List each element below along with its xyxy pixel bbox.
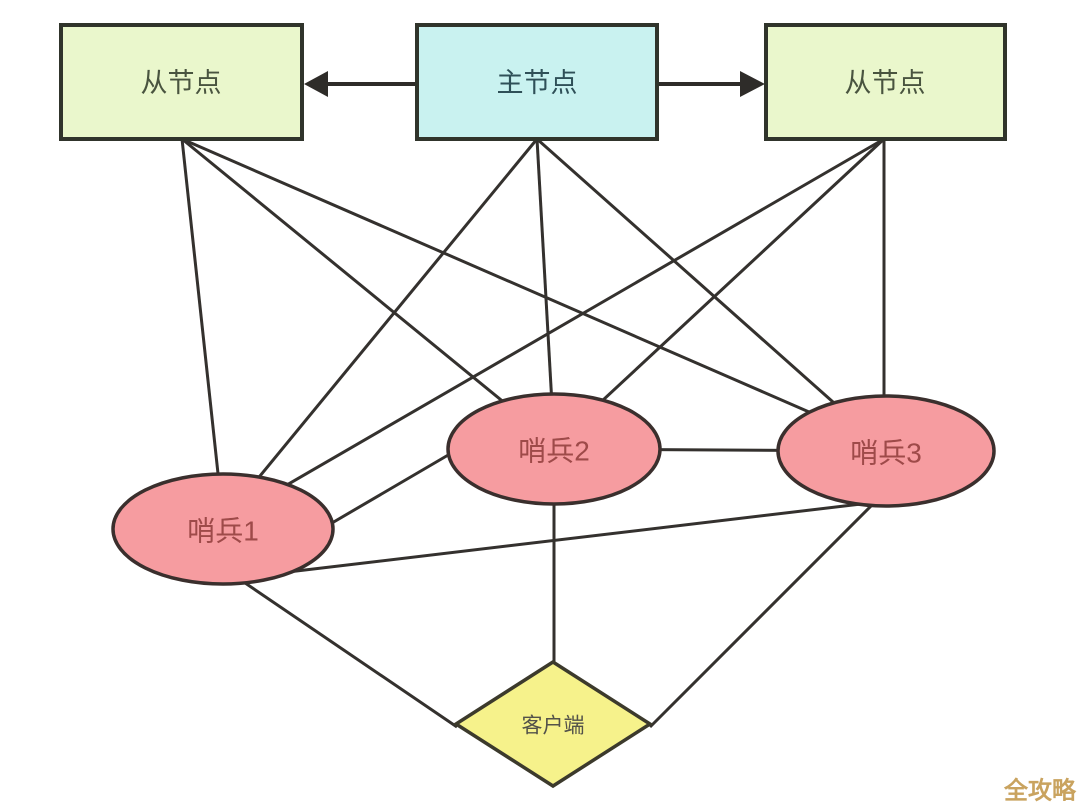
slave-left-label: 从节点	[141, 68, 222, 98]
sentinel3-label: 哨兵3	[850, 438, 922, 469]
node-client: 客户端	[452, 659, 654, 789]
client-label: 客户端	[522, 715, 585, 738]
edge-master-sentinel1	[230, 138, 539, 511]
edge-master-sentinel3	[536, 137, 879, 444]
arrowhead-left-icon	[304, 71, 328, 97]
arrowhead-right-icon	[740, 71, 765, 97]
slave-left-box	[59, 23, 304, 141]
arrow-master-to-slave-left	[304, 71, 417, 97]
edge-sentinel1-client	[222, 566, 458, 729]
sentinel2-ellipse	[446, 392, 662, 506]
node-sentinel1: 哨兵1	[111, 472, 335, 586]
edge-slave-right-sentinel1	[234, 137, 885, 517]
node-master: 主节点	[415, 23, 659, 141]
sentinel3-ellipse	[776, 394, 996, 508]
sentinel1-ellipse	[111, 472, 335, 586]
slave-right-label: 从节点	[845, 68, 926, 98]
watermark-text: 全攻略	[1003, 777, 1077, 805]
sentinel1-label: 哨兵1	[187, 516, 259, 547]
edge-sentinel1-sentinel3	[287, 500, 879, 574]
slave-right-box	[764, 23, 1007, 141]
node-sentinel2: 哨兵2	[446, 392, 662, 506]
node-slave-left: 从节点	[59, 23, 304, 141]
sentinel2-label: 哨兵2	[518, 436, 590, 467]
master-box	[415, 23, 659, 141]
node-sentinel3: 哨兵3	[776, 394, 996, 508]
arrow-master-to-slave-right	[657, 71, 765, 97]
edge-sentinel3-client	[648, 491, 886, 729]
edge-slave-left-sentinel2	[181, 137, 551, 442]
edge-slave-left-sentinel3	[181, 137, 879, 444]
edge-slave-left-sentinel1	[180, 138, 225, 521]
node-slave-right: 从节点	[764, 23, 1007, 141]
edge-master-sentinel2	[535, 138, 556, 441]
client-diamond	[452, 659, 654, 789]
edge-slave-right-sentinel2	[558, 137, 886, 442]
master-label: 主节点	[497, 68, 578, 98]
